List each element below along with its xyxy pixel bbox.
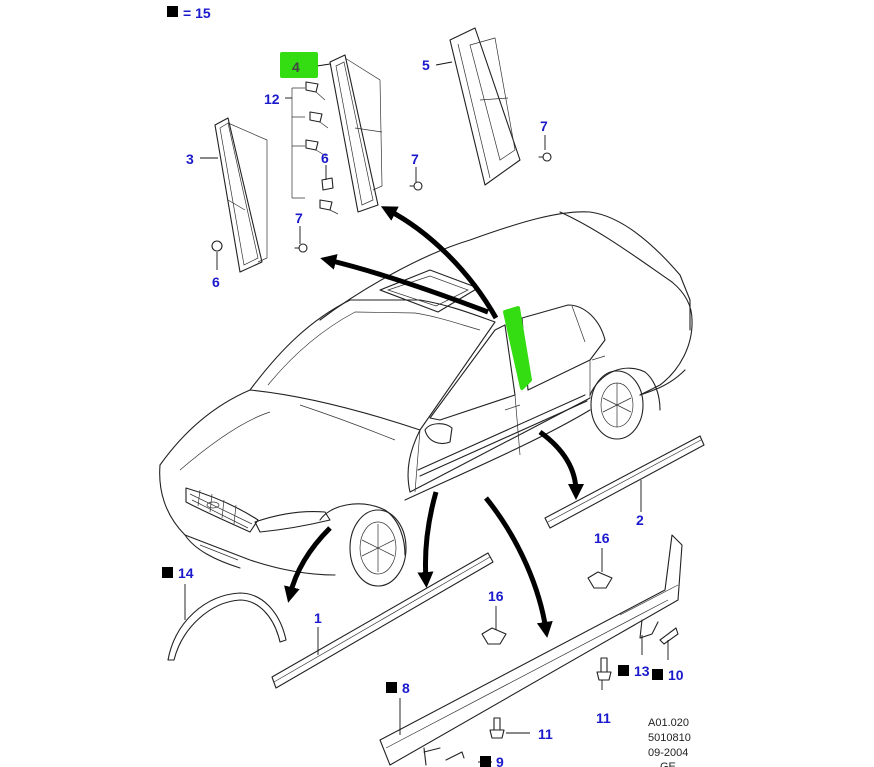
callout-5: 5	[422, 57, 430, 73]
leader-lines	[184, 61, 669, 763]
callout-16: 16	[594, 530, 610, 546]
reference-line-4: GE	[660, 761, 676, 767]
b-pillar-highlight	[503, 306, 532, 390]
car-illustration	[159, 211, 693, 587]
reference-line-1: A01.020	[648, 717, 689, 729]
callout-4-highlight	[280, 52, 318, 78]
part-5-c-pillar-trim	[449, 27, 521, 186]
callout-6: 6	[321, 150, 329, 166]
callout-3: 3	[186, 151, 194, 167]
callout-1: 1	[314, 610, 322, 626]
callout-labels: 4 5 12 3 6 7 7 7 6 2 16 16 14 1 13 10 8 11 11 9	[162, 57, 684, 767]
callout-16: 16	[488, 588, 504, 604]
callout-2: 2	[636, 512, 644, 528]
callout-10: 10	[668, 667, 684, 683]
callout-square-icon	[162, 567, 173, 578]
legend-square-icon	[167, 6, 178, 17]
part-3-a-pillar-trim	[214, 117, 268, 273]
callout-11: 11	[596, 710, 611, 726]
callout-8: 8	[402, 680, 410, 696]
callout-13: 13	[634, 663, 650, 679]
callout-6: 6	[212, 274, 220, 290]
callout-14: 14	[178, 565, 194, 581]
callout-square-icon	[618, 665, 629, 676]
reference-line-2: 5010810	[648, 732, 691, 744]
callout-square-icon	[386, 682, 397, 693]
reference-block: A01.020 5010810 09-2004 GE	[648, 717, 691, 767]
small-brackets	[423, 619, 679, 766]
part-2-side-molding	[544, 435, 705, 529]
callout-7: 7	[411, 151, 419, 167]
callout-4: 4	[292, 59, 300, 75]
retaining-clips	[291, 81, 339, 215]
legend-text: = 15	[183, 5, 211, 21]
callout-square-icon	[480, 756, 491, 767]
part-1-side-molding	[271, 552, 494, 689]
part-11-screws	[489, 657, 612, 739]
callout-12: 12	[264, 91, 280, 107]
part-4-b-pillar-trim	[329, 54, 383, 213]
callout-9: 9	[496, 754, 504, 767]
reference-line-3: 09-2004	[648, 747, 688, 759]
part-16-clips	[481, 571, 613, 645]
screws	[211, 152, 552, 253]
callout-11: 11	[538, 726, 553, 742]
callout-square-icon	[652, 669, 663, 680]
callout-7: 7	[295, 210, 303, 226]
pointer-arrows	[284, 206, 584, 638]
part-14-wheel-arch-molding	[167, 592, 287, 661]
part-8-sill-panel	[379, 534, 683, 766]
callout-7: 7	[540, 118, 548, 134]
